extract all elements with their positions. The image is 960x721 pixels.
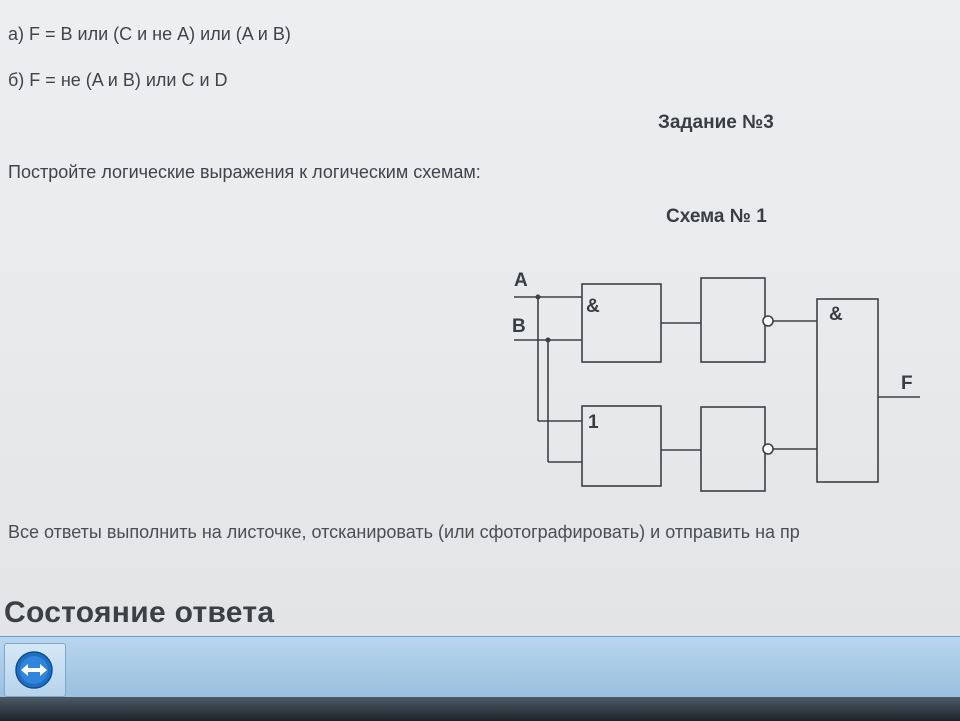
input-a-label: A [514, 270, 528, 291]
taskbar-bottom-edge [0, 697, 960, 721]
not-gate-bottom [700, 406, 766, 492]
taskbar-app-button[interactable] [4, 643, 66, 697]
inversion-bubble-bottom [762, 443, 774, 455]
expression-a: а) F = B или (C и не A) или (A и B) [8, 24, 291, 44]
footer-note: Все ответы выполнить на листочке, отскан… [8, 522, 800, 542]
input-b-label: B [512, 316, 526, 337]
page: а) F = B или (C и не A) или (A и B) б) F… [0, 0, 960, 636]
expression-b: б) F = не (A и B) или C и D [8, 70, 228, 90]
schema-title: Схема № 1 [666, 206, 767, 227]
teamviewer-icon [15, 651, 53, 689]
answer-status-heading: Состояние ответа [4, 596, 275, 629]
junction-b [545, 337, 551, 343]
and-gate-top-label: & [586, 296, 600, 317]
task-title: Задание №3 [658, 112, 774, 133]
taskbar [0, 636, 960, 721]
logic-circuit-diagram: A B & 1 & F [512, 270, 920, 492]
junction-a [535, 294, 541, 300]
inversion-bubble-top [762, 315, 774, 327]
and-gate-final-label: & [829, 304, 843, 325]
output-f-label: F [901, 373, 913, 394]
and-gate-final [816, 298, 879, 483]
not-gate-top [700, 277, 766, 363]
or-gate [581, 405, 662, 487]
instruction-text: Постройте логические выражения к логичес… [8, 162, 481, 182]
or-gate-label: 1 [588, 412, 599, 433]
